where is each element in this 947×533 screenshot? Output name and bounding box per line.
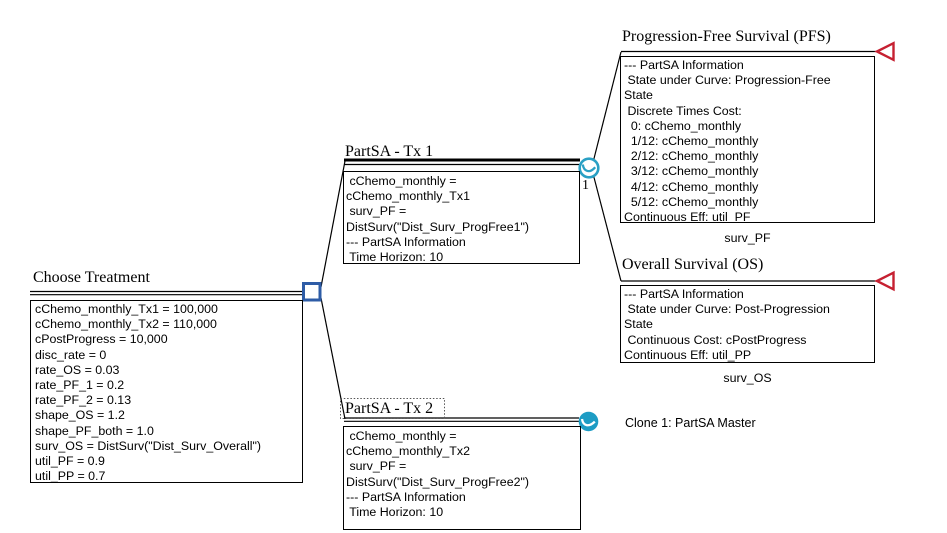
connector-tx1-pfs[interactable] [592, 51, 622, 161]
connector-root-tx2[interactable] [320, 297, 346, 420]
box-line: DistSurv("Dist_Surv_ProgFree2") [346, 474, 530, 489]
box-line: 4/12: cChemo_monthly [624, 179, 759, 194]
box-line: --- PartSA Information [346, 489, 466, 504]
tx2-info-box[interactable]: cChemo_monthly =cChemo_monthly_Tx2 surv_… [343, 426, 581, 530]
box-line: util_PF = 0.9 [35, 454, 105, 469]
box-line: cChemo_monthly_Tx1 = 100,000 [35, 302, 218, 316]
box-line: surv_PF = [346, 204, 407, 219]
root-node-title[interactable]: Choose Treatment [33, 269, 150, 286]
box-line: State [624, 317, 653, 332]
pfs-payoff-label[interactable]: surv_PF [724, 231, 771, 245]
tx1-node-title[interactable]: PartSA - Tx 1 [345, 143, 434, 160]
box-line: cChemo_monthly_Tx2 = 110,000 [35, 317, 217, 332]
connector-tx1-os[interactable] [592, 175, 622, 282]
survival-curve-glyph [580, 418, 596, 427]
box-line: rate_PF_1 = 0.2 [35, 378, 125, 393]
box-line: State under Curve: Post-Progression [624, 302, 830, 317]
survival-curve-glyph [581, 164, 597, 173]
box-line: disc_rate = 0 [35, 347, 107, 362]
box-line: Continuous Cost: cPostProgress [624, 332, 807, 347]
box-line: cChemo_monthly = [346, 174, 457, 188]
box-line: State [624, 88, 653, 103]
pfs-info-box[interactable]: --- PartSA Information State under Curve… [620, 56, 875, 223]
box-line: 5/12: cChemo_monthly [624, 194, 759, 209]
box-line: rate_OS = 0.03 [35, 362, 120, 377]
box-line: util_PP = 0.7 [35, 469, 106, 483]
box-line: --- PartSA Information [346, 234, 466, 249]
selection-marquee [340, 398, 445, 419]
box-line: rate_PF_2 = 0.13 [35, 393, 132, 408]
box-line: State under Curve: Progression-Free [624, 73, 831, 88]
branch-line-tx1[interactable] [344, 158, 580, 166]
box-line: Time Horizon: 10 [346, 250, 444, 264]
box-line: 0: cChemo_monthly [624, 118, 742, 133]
partsa-node-icon[interactable] [578, 157, 600, 179]
box-line: Time Horizon: 10 [346, 505, 444, 520]
clone-label[interactable]: Clone 1: PartSA Master [625, 416, 756, 430]
box-line: Continuous Eff: util_PF [624, 210, 751, 223]
box-line: shape_OS = 1.2 [35, 408, 125, 423]
terminal-node-icon-pfs[interactable] [874, 41, 895, 62]
tx1-node-number: 1 [582, 178, 589, 193]
clone-node-icon[interactable] [578, 411, 599, 432]
box-line: 1/12: cChemo_monthly [624, 134, 759, 149]
box-line: Discrete Times Cost: [624, 103, 742, 118]
box-line: 2/12: cChemo_monthly [624, 149, 759, 164]
box-line: 3/12: cChemo_monthly [624, 164, 759, 179]
box-line: cChemo_monthly_Tx2 [346, 444, 470, 459]
branch-line-root[interactable] [30, 290, 303, 296]
terminal-node-icon-os[interactable] [874, 270, 895, 292]
box-line: --- PartSA Information [624, 58, 744, 72]
box-line: shape_PF_both = 1.0 [35, 423, 154, 438]
os-info-box[interactable]: --- PartSA Information State under Curve… [620, 285, 875, 363]
box-line: cChemo_monthly = [346, 429, 457, 443]
box-line: cPostProgress = 10,000 [35, 332, 168, 347]
pfs-node-title[interactable]: Progression-Free Survival (PFS) [622, 28, 831, 45]
box-line: --- PartSA Information [624, 287, 744, 301]
box-line: surv_PF = [346, 459, 407, 474]
box-line: DistSurv("Dist_Surv_ProgFree1") [346, 219, 530, 234]
connector-root-tx1[interactable] [320, 160, 346, 288]
box-line: cChemo_monthly_Tx1 [346, 189, 470, 204]
box-line: surv_OS = DistSurv("Dist_Surv_Overall") [35, 438, 262, 453]
decision-node-icon[interactable] [302, 282, 322, 302]
box-line: Continuous Eff: util_PP [624, 347, 752, 362]
tx2-node-title[interactable]: PartSA - Tx 2 [345, 400, 434, 417]
os-payoff-label[interactable]: surv_OS [723, 371, 772, 385]
tx1-info-box[interactable]: cChemo_monthly =cChemo_monthly_Tx1 surv_… [343, 171, 580, 264]
os-node-title[interactable]: Overall Survival (OS) [622, 256, 764, 273]
